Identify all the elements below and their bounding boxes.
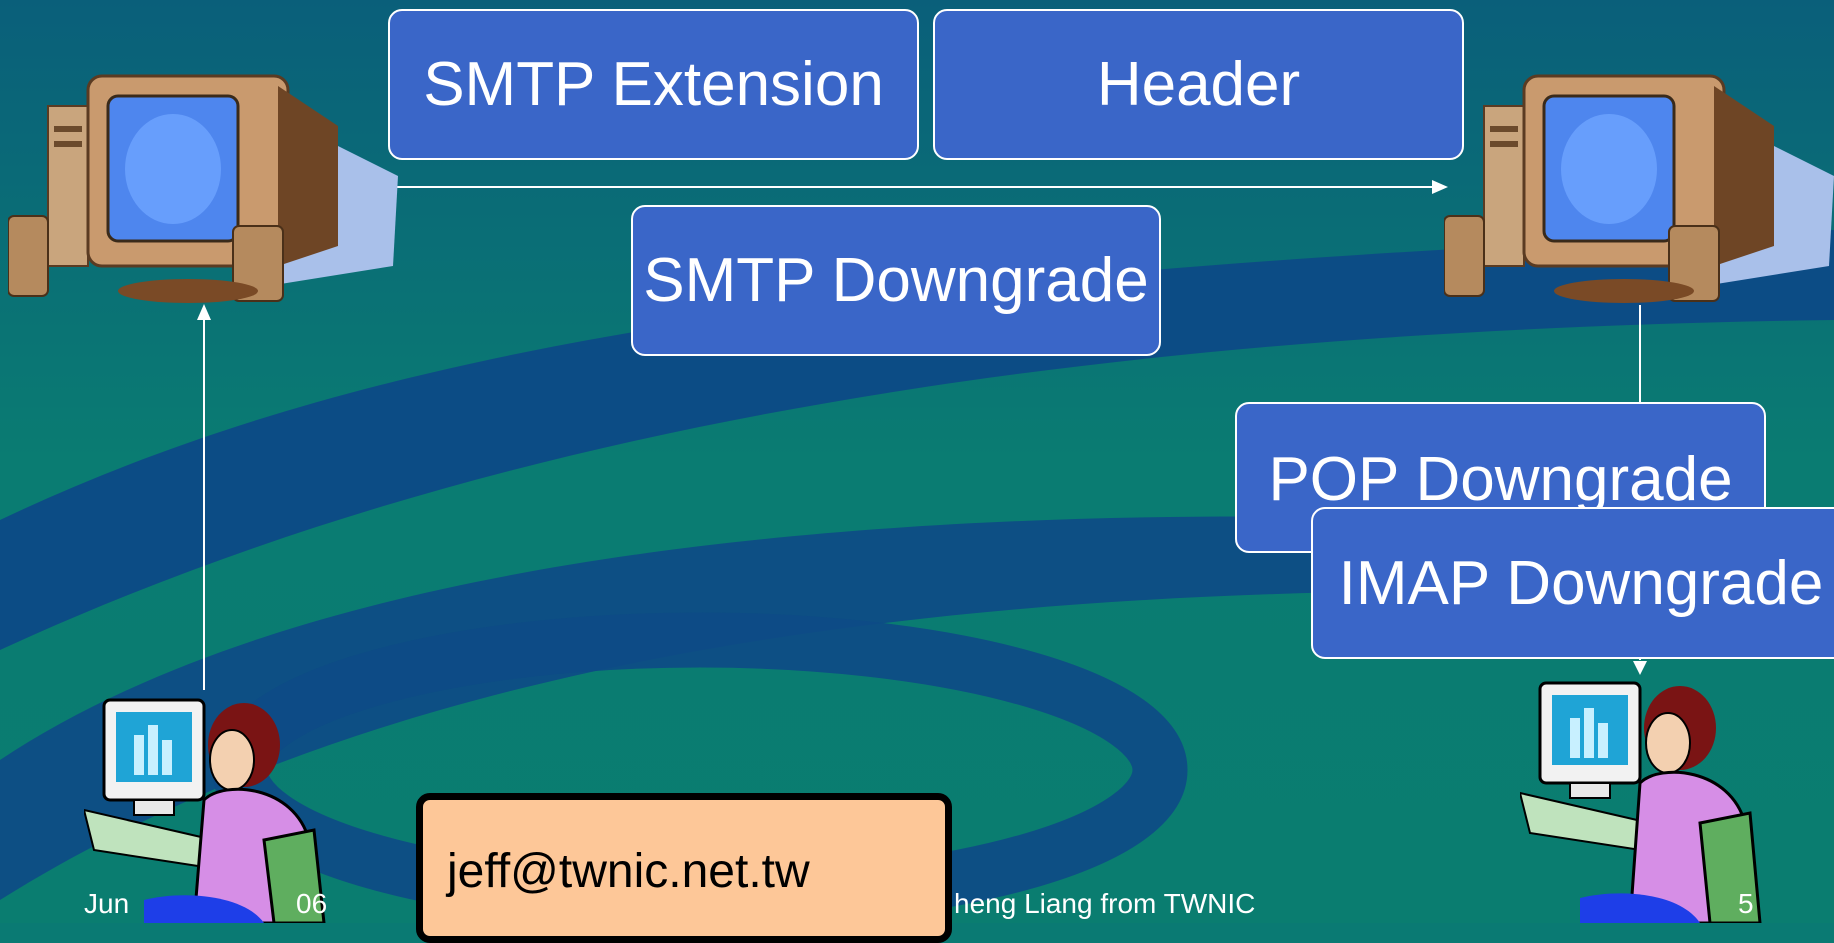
desktop-computer-icon [1444, 74, 1834, 303]
header-box: Header [933, 9, 1464, 160]
swoosh-band-upper [0, 230, 1834, 650]
arrow-head-down [1633, 661, 1647, 675]
swoosh-band-lower [0, 516, 1834, 900]
smtp-downgrade-box: SMTP Downgrade [631, 205, 1161, 356]
desktop-computer-icon [8, 74, 398, 303]
user-at-computer-icon [1520, 681, 1762, 923]
arrow-head-right [1432, 180, 1448, 194]
footer-date-left: Jun [84, 888, 130, 919]
user-at-computer-icon [84, 698, 326, 923]
footer-presenter: heng Liang from TWNIC [954, 888, 1256, 919]
footer-date-right: 06 [296, 888, 328, 919]
email-address-box: jeff@twnic.net.tw [416, 793, 952, 943]
imap-downgrade-box: IMAP Downgrade [1311, 507, 1834, 659]
email-address: jeff@twnic.net.tw [447, 845, 810, 898]
arrow-head-up [197, 304, 211, 320]
smtp-extension-box: SMTP Extension [388, 9, 919, 160]
page-number: 5 [1738, 888, 1754, 919]
